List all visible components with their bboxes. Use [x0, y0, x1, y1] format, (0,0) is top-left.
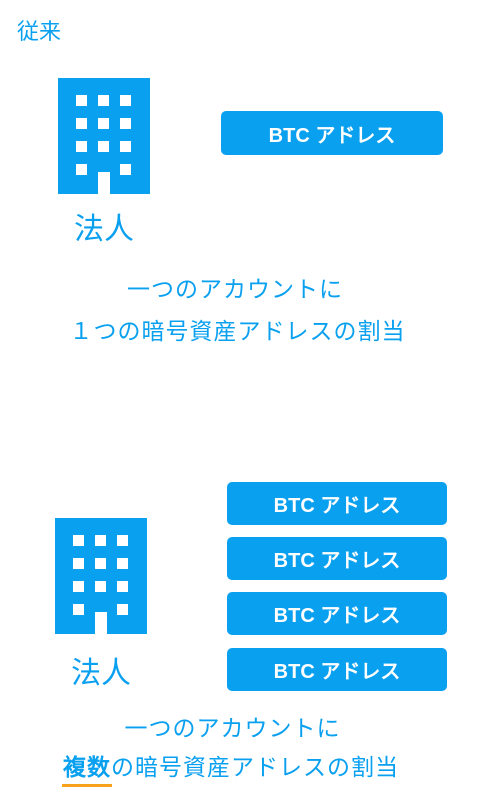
btc-address-box: BTC アドレス — [227, 537, 447, 580]
building-icon — [58, 78, 150, 194]
btc-address-box: BTC アドレス — [221, 111, 443, 155]
btc-address-box: BTC アドレス — [227, 648, 447, 691]
caption-bottom-line2: 複数の暗号資産アドレスの割当 — [0, 748, 462, 782]
building-icon — [55, 518, 147, 634]
corp-label-bottom: 法人 — [71, 656, 131, 691]
caption-top-line1: 一つのアカウントに — [127, 277, 343, 303]
caption-bottom-line1: 一つのアカウントに — [124, 716, 341, 742]
emphasis-multiple: 複数 — [63, 755, 111, 781]
btc-address-box: BTC アドレス — [227, 482, 447, 525]
caption-top-line2: １つの暗号資産アドレスの割当 — [69, 319, 406, 345]
corp-label-top: 法人 — [74, 212, 134, 247]
section-title: 従来 — [17, 20, 62, 45]
caption-bottom-line2-rest: の暗号資産アドレスの割当 — [111, 755, 399, 781]
btc-address-box: BTC アドレス — [227, 592, 447, 635]
